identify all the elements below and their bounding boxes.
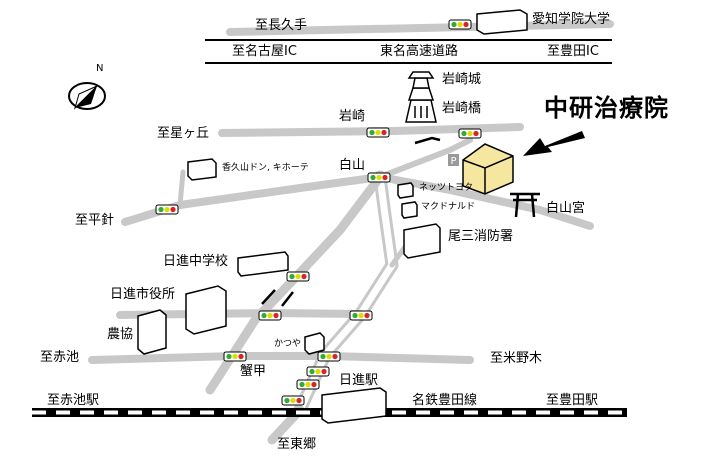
signal [155, 204, 179, 215]
torii-icon [510, 192, 540, 218]
label-rail-line: 名鉄豊田線 [412, 393, 478, 408]
buildings [137, 9, 528, 424]
signal [366, 127, 390, 138]
building-junior-high [237, 251, 289, 277]
label-nisshin-station: 日進駅 [339, 373, 379, 388]
label-iwasaki-castle: 岩崎城 [442, 72, 482, 87]
signal [296, 379, 320, 390]
label-junior-high: 日進中学校 [163, 254, 229, 269]
label-to-akaike: 至赤池 [40, 350, 80, 365]
castle-icon [405, 71, 437, 123]
label-agri-coop: 農協 [107, 327, 134, 342]
label-store: 香久山ドン, キホーテ [222, 163, 309, 173]
signal [281, 395, 305, 406]
building-fire-station [403, 223, 441, 259]
signal [448, 19, 472, 30]
label-hakusan-shrine: 白山宮 [546, 201, 586, 216]
label-aichi-gakuin: 愛知学院大学 [532, 12, 611, 27]
building-nisshin-station [321, 387, 387, 424]
label-to-toyota-station: 至豊田駅 [546, 393, 599, 408]
clinic-title: 中研治療院 [544, 94, 669, 122]
label-katsuya: かつや [274, 339, 302, 349]
signal [258, 310, 282, 321]
label-city-office: 日進市役所 [110, 287, 176, 302]
svg-text:P: P [450, 156, 456, 167]
label-mcdonalds: マクドナルド [421, 202, 476, 212]
road-hoshigaoka [218, 123, 524, 137]
label-fire-station: 尾三消防署 [448, 229, 514, 244]
label-hakusan: 白山 [339, 158, 366, 173]
label-to-hirabari: 至平針 [75, 213, 115, 228]
compass-north: N [96, 63, 104, 74]
label-iwasaki: 岩崎 [339, 109, 366, 124]
building-agri-coop [137, 309, 167, 355]
label-to-akaike-station: 至赤池駅 [47, 393, 100, 408]
road-east [376, 173, 594, 230]
label-to-nagoya-ic: 至名古屋IC [232, 44, 297, 59]
signal [286, 271, 310, 282]
bridge-mark [414, 136, 441, 145]
road-akaike [88, 352, 474, 364]
label-to-nagakute: 至長久手 [255, 18, 308, 33]
label-to-hoshigaoka: 至星ヶ丘 [157, 126, 210, 141]
clinic-arrow [523, 131, 585, 156]
label-nettsu-toyota: ネッツトヨタ [419, 183, 474, 193]
signal [223, 351, 247, 362]
compass-icon [68, 82, 106, 110]
label-iwasaki-bridge: 岩崎橋 [442, 101, 482, 116]
label-to-toyota-ic: 至豊田IC [547, 44, 599, 59]
building-city-office [185, 285, 227, 335]
signal [458, 128, 482, 139]
building-aichi-gakuin [476, 9, 528, 35]
signal [367, 172, 391, 183]
label-to-togo: 至東郷 [277, 437, 317, 452]
signal [349, 310, 373, 321]
label-kanikou: 蟹甲 [240, 364, 267, 379]
clinic-building [462, 143, 514, 195]
label-expressway: 東名高速道路 [380, 44, 459, 59]
signal [317, 351, 341, 362]
expressway-lines [205, 39, 612, 64]
road-hirabari [121, 173, 384, 226]
road-nagakute [226, 20, 614, 36]
parking-icon: P [448, 154, 459, 167]
building-store [187, 158, 217, 181]
signal [306, 366, 330, 377]
label-to-komenoki: 至米野木 [490, 351, 543, 366]
